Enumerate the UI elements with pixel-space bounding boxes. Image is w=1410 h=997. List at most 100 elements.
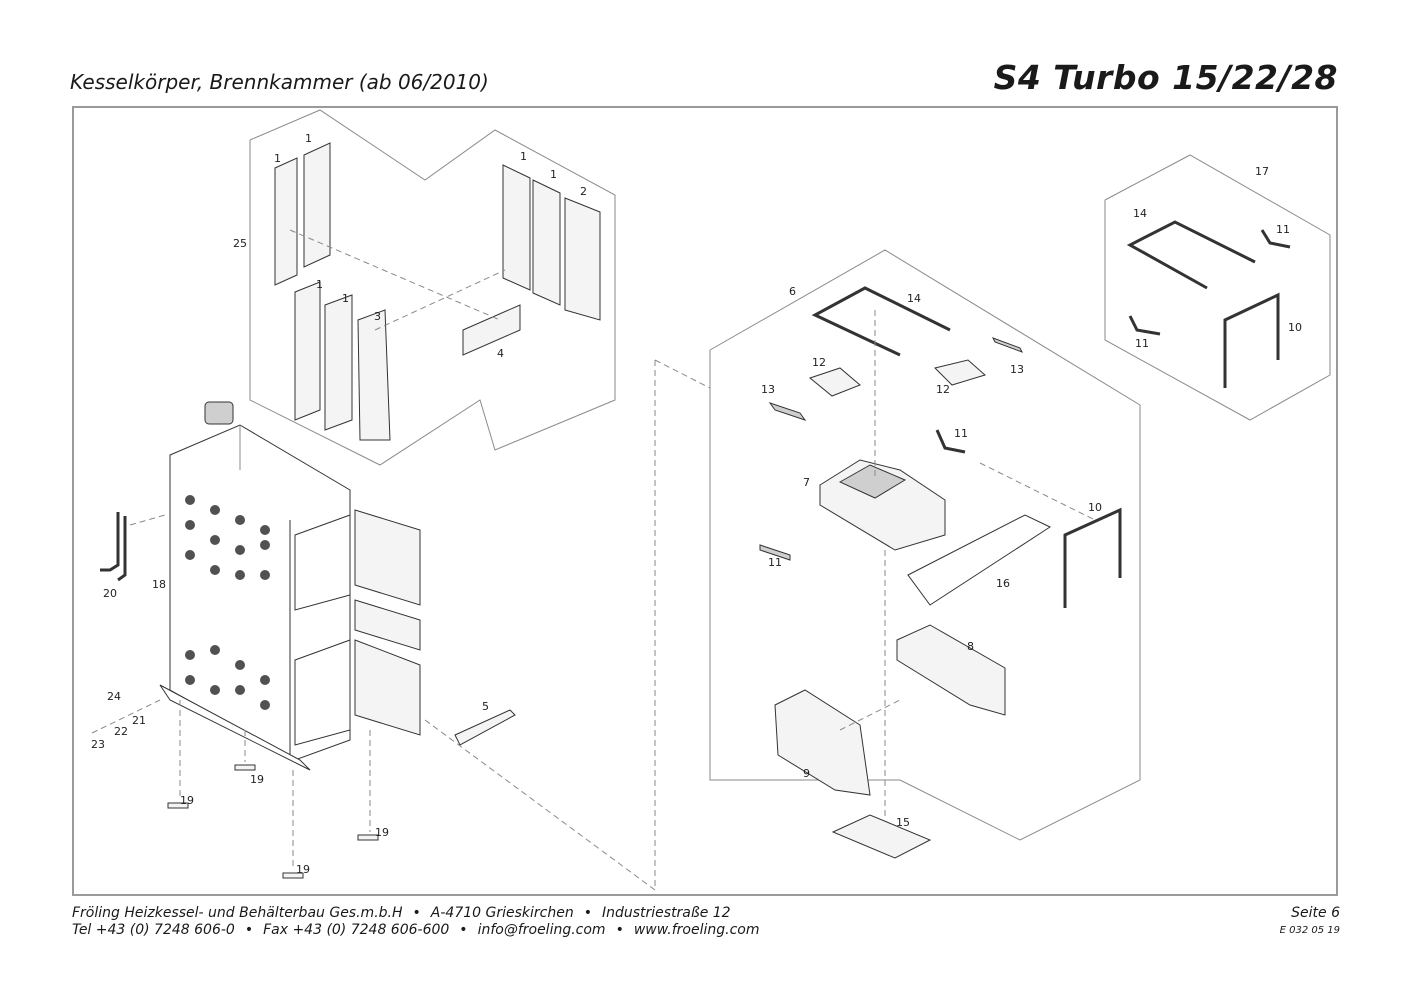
callout-7: 7 [803,476,810,489]
callout-4: 4 [497,347,504,360]
frame-bar [811,286,951,357]
liner-panel [324,294,353,431]
dashed-leader [424,719,656,891]
callout-13: 13 [1010,363,1024,376]
liner-panel [274,157,298,286]
bracket [1128,315,1161,336]
footer-company-line: Fröling Heizkessel- und Behälterbau Ges.… [72,905,731,921]
bracket [759,544,791,561]
callout-5: 5 [482,700,489,713]
cleaning-lever [117,516,127,582]
page-number: Seite 6 [1291,905,1340,921]
dashed-leader [374,269,506,331]
foot-pad [167,802,189,809]
callout-21: 21 [132,714,146,727]
upper-door [354,509,421,606]
grate-plate [808,367,861,397]
callout-labels: 1 1 25 1 1 3 1 1 2 4 6 14 12 13 12 13 11… [91,132,1302,876]
callout-11: 11 [768,556,782,569]
footer-email: info@froeling.com [477,922,606,938]
callout-1: 1 [342,292,349,305]
liner-group-outline [249,109,616,466]
callout-23: 23 [91,738,105,751]
cleaning-lever [100,512,120,572]
frame-bar [1126,220,1256,290]
liner-panel [564,197,601,321]
page-subtitle: Kesselkörper, Brennkammer (ab 06/2010) [70,70,489,94]
base-plate [159,684,311,771]
callout-18: 18 [152,578,166,591]
callout-14: 14 [1133,207,1147,220]
drawing-frame [72,106,1338,896]
lower-door [354,639,421,736]
footer-tel: Tel +43 (0) 7248 606-0 [72,922,235,938]
side-rail [991,337,1024,353]
grate-plate [934,359,987,386]
callout-19: 19 [375,826,389,839]
liner-panel [502,164,531,291]
callout-9: 9 [803,767,810,780]
door-frame [294,639,351,746]
callout-20: 20 [103,587,117,600]
liner-panel [294,281,321,421]
flue-outlet [204,401,234,425]
callout-11: 11 [1135,337,1149,350]
callout-25: 25 [233,237,247,250]
callout-1: 1 [274,152,281,165]
boiler-front-holes [185,495,270,710]
callout-22: 22 [114,725,128,738]
callout-15: 15 [896,816,910,829]
footer-bullet: • [459,922,468,938]
callout-10: 10 [1288,321,1302,334]
chamber-top [838,464,907,499]
side-rail [768,402,807,421]
liner-panel [303,142,331,268]
footer-bullet: • [615,922,624,938]
callout-17: 17 [1255,165,1269,178]
deflector-plate [462,304,521,356]
footer-bullet: • [583,905,592,921]
document-code: E 032 05 19 [1279,925,1340,936]
dashed-leader [91,699,161,734]
callout-6: 6 [789,285,796,298]
frame-bar [1223,292,1280,388]
door-frame [294,514,351,611]
dashed-leader [654,359,711,389]
footer-street: Industriestraße 12 [601,905,731,921]
callout-14: 14 [907,292,921,305]
dashed-leader [129,514,166,526]
spare-group-outline [1104,154,1331,421]
callout-11: 11 [1276,223,1290,236]
liner-panel [532,179,561,306]
callout-3: 3 [374,310,381,323]
callout-13: 13 [761,383,775,396]
callout-12: 12 [936,383,950,396]
foot-pad [357,834,379,841]
callout-1: 1 [550,168,557,181]
bracket [1260,229,1291,249]
footer-bullet: • [244,922,254,938]
callout-19: 19 [250,773,264,786]
foot-pad [282,872,304,879]
footer-contact-line: Tel +43 (0) 7248 606-0•Fax +43 (0) 7248 … [72,922,760,938]
refractory-brick [896,624,1006,716]
chamber-group-outline [709,249,1141,841]
callout-10: 10 [1088,501,1102,514]
callout-1: 1 [520,150,527,163]
liner-panel [357,309,391,441]
ash-lip [454,709,516,746]
callout-19: 19 [296,863,310,876]
rod-set-box [907,514,1052,606]
footer-web: www.froeling.com [633,922,760,938]
refractory-brick [774,689,871,796]
model-title: S4 Turbo 15/22/28 [993,58,1338,97]
ash-tray [831,814,932,859]
dashed-leader [839,699,901,731]
middle-door [354,599,421,651]
callout-24: 24 [107,690,121,703]
dashed-leader [979,462,1096,521]
frame-bar [1063,507,1122,608]
callout-19: 19 [180,794,194,807]
callout-11: 11 [954,427,968,440]
